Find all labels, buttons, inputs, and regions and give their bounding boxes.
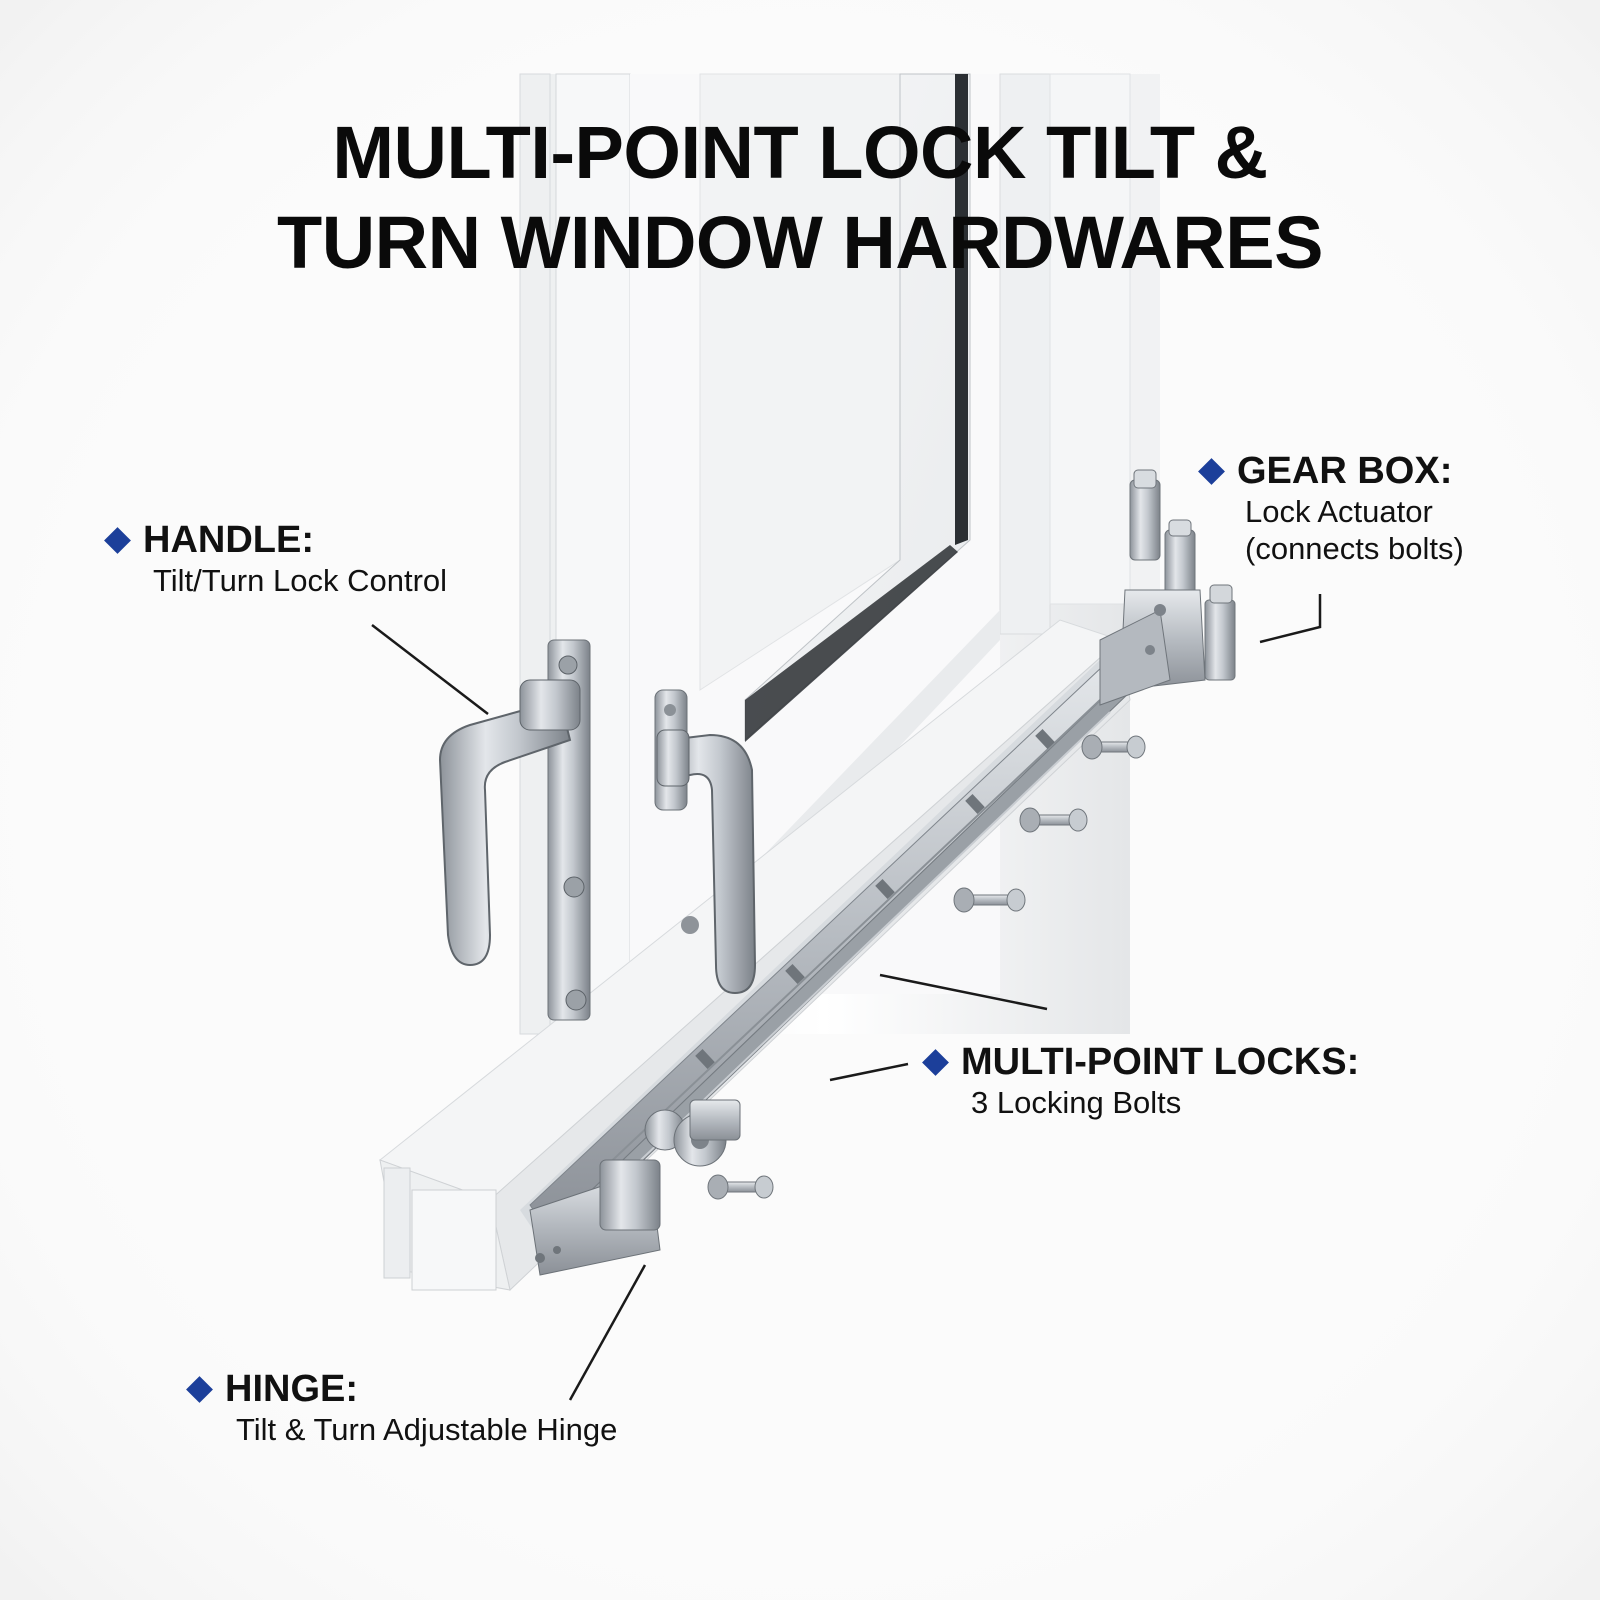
- diamond-bullet-icon: [922, 1048, 949, 1076]
- hinge: [529, 1099, 741, 1276]
- gear-box-label: GEAR BOX:: [1237, 450, 1453, 492]
- locks-leader-line-lower: [829, 1062, 909, 1082]
- gear-box-description-line-2: (connects bolts): [1245, 531, 1464, 566]
- hinge-label: HINGE:: [225, 1368, 358, 1410]
- handle-description: Tilt/Turn Lock Control: [153, 563, 448, 598]
- title-line-2: TURN WINDOW HARDWARES: [277, 201, 1323, 284]
- gear-box-callout: GEAR BOX: Lock Actuator (connects bolts): [1198, 449, 1464, 567]
- multi-point-locks-callout: MULTI-POINT LOCKS: 3 Locking Bolts: [922, 1040, 1360, 1121]
- leader-lines: [371, 594, 1322, 1401]
- diamond-bullet-icon: [1198, 457, 1225, 485]
- title-line-1: MULTI-POINT LOCK TILT &: [332, 111, 1268, 194]
- hinge-callout: HINGE: Tilt & Turn Adjustable Hinge: [186, 1367, 618, 1448]
- multi-point-locks-label: MULTI-POINT LOCKS:: [961, 1041, 1360, 1083]
- diamond-bullet-icon: [186, 1375, 213, 1403]
- gear-box: [1099, 469, 1236, 706]
- locks-leader-line-upper: [879, 973, 1048, 1011]
- window-frame: [519, 73, 1160, 1037]
- hinge-description: Tilt & Turn Adjustable Hinge: [236, 1412, 618, 1447]
- gear-box-description-line-1: Lock Actuator: [1245, 494, 1433, 529]
- page-title: MULTI-POINT LOCK TILT & TURN WINDOW HARD…: [0, 108, 1600, 288]
- diamond-bullet-icon: [104, 526, 131, 554]
- multi-point-locks-description: 3 Locking Bolts: [971, 1085, 1182, 1120]
- handles: [438, 639, 757, 1021]
- hinge-leader-line: [568, 1264, 647, 1401]
- handle-label: HANDLE:: [143, 519, 314, 561]
- gear-box-leader-line: [1259, 594, 1322, 644]
- handle-callout: HANDLE: Tilt/Turn Lock Control: [104, 518, 448, 599]
- locking-bolts: [707, 734, 1146, 1200]
- handle-leader-line: [371, 624, 489, 715]
